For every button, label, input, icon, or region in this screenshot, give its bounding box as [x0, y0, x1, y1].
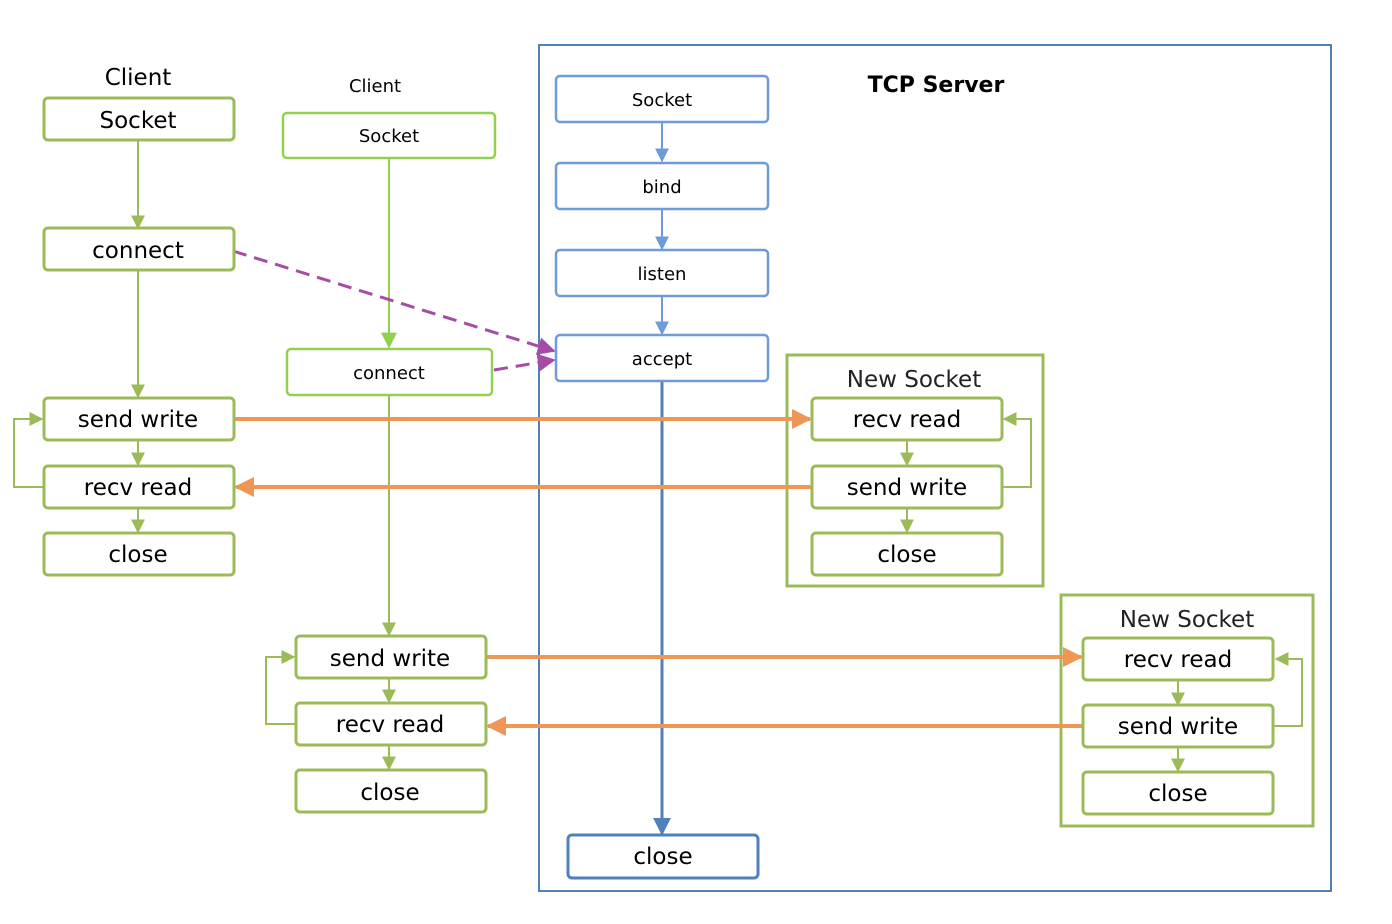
ns2-close-box: close: [1081, 770, 1275, 816]
ns2-recv-read-box: recv read: [1081, 636, 1275, 682]
client2-recv-read-box: recv read: [294, 701, 488, 747]
new-socket-1-title: New Socket: [847, 367, 981, 393]
new-socket-1-frame: [785, 353, 1045, 588]
client1-send-write-box: send write: [42, 396, 236, 442]
client1-socket-box: Socket: [42, 96, 236, 142]
client1-socket-label: Socket: [100, 108, 177, 134]
client2-socket-label: Socket: [359, 126, 419, 147]
client1-loop-arrow: [13, 412, 44, 488]
server-socket-box: Socket: [554, 74, 770, 124]
server-close-label: close: [633, 844, 692, 870]
client2-connect-label: connect: [353, 363, 425, 384]
purple-dashed-arrow-client2-connect: [493, 353, 556, 372]
ns1-loop-arrow: [1002, 412, 1032, 488]
client1-recv-read-box: recv read: [42, 464, 236, 510]
ns1-close-label: close: [877, 542, 936, 568]
client2-title: Client: [349, 76, 401, 97]
server-close-box: close: [566, 833, 760, 880]
client2-close-label: close: [360, 780, 419, 806]
ns1-send-write-box: send write: [810, 464, 1004, 510]
client2-connect-box: connect: [285, 347, 494, 397]
ns2-loop-arrow: [1273, 652, 1303, 727]
client1-send-write-label: send write: [78, 407, 198, 433]
client2-recv-read-label: recv read: [336, 712, 444, 738]
server-listen-box: listen: [554, 248, 770, 298]
server-bind-box: bind: [554, 161, 770, 211]
tcp-server-title: TCP Server: [868, 73, 1005, 98]
client1-close-box: close: [42, 531, 236, 577]
ns2-recv-read-label: recv read: [1124, 647, 1232, 673]
client2-send-write-box: send write: [294, 634, 488, 680]
ns1-close-box: close: [810, 531, 1004, 577]
client2-loop-arrow: [265, 650, 296, 725]
server-bind-label: bind: [642, 177, 681, 198]
client2-socket-box: Socket: [281, 111, 497, 160]
ns2-send-write-box: send write: [1081, 703, 1275, 749]
ns1-recv-read-label: recv read: [853, 407, 961, 433]
client1-connect-box: connect: [42, 226, 236, 272]
client2-send-write-label: send write: [330, 646, 450, 672]
server-accept-box: accept: [554, 333, 770, 383]
ns2-close-label: close: [1148, 781, 1207, 807]
ns1-send-write-label: send write: [847, 475, 967, 501]
client1-title: Client: [105, 65, 172, 91]
server-socket-label: Socket: [632, 90, 692, 111]
server-listen-label: listen: [638, 264, 687, 285]
ns1-recv-read-box: recv read: [810, 396, 1004, 442]
new-socket-2-frame: [1059, 593, 1315, 828]
tcp-server-frame: [538, 44, 1332, 892]
client2-close-box: close: [294, 768, 488, 814]
client1-connect-label: connect: [92, 238, 184, 264]
purple-dashed-arrow-client1-connect: [232, 249, 556, 355]
server-accept-label: accept: [632, 349, 692, 370]
new-socket-2-title: New Socket: [1120, 607, 1254, 633]
ns2-send-write-label: send write: [1118, 714, 1238, 740]
client1-close-label: close: [108, 542, 167, 568]
client1-recv-read-label: recv read: [84, 475, 192, 501]
